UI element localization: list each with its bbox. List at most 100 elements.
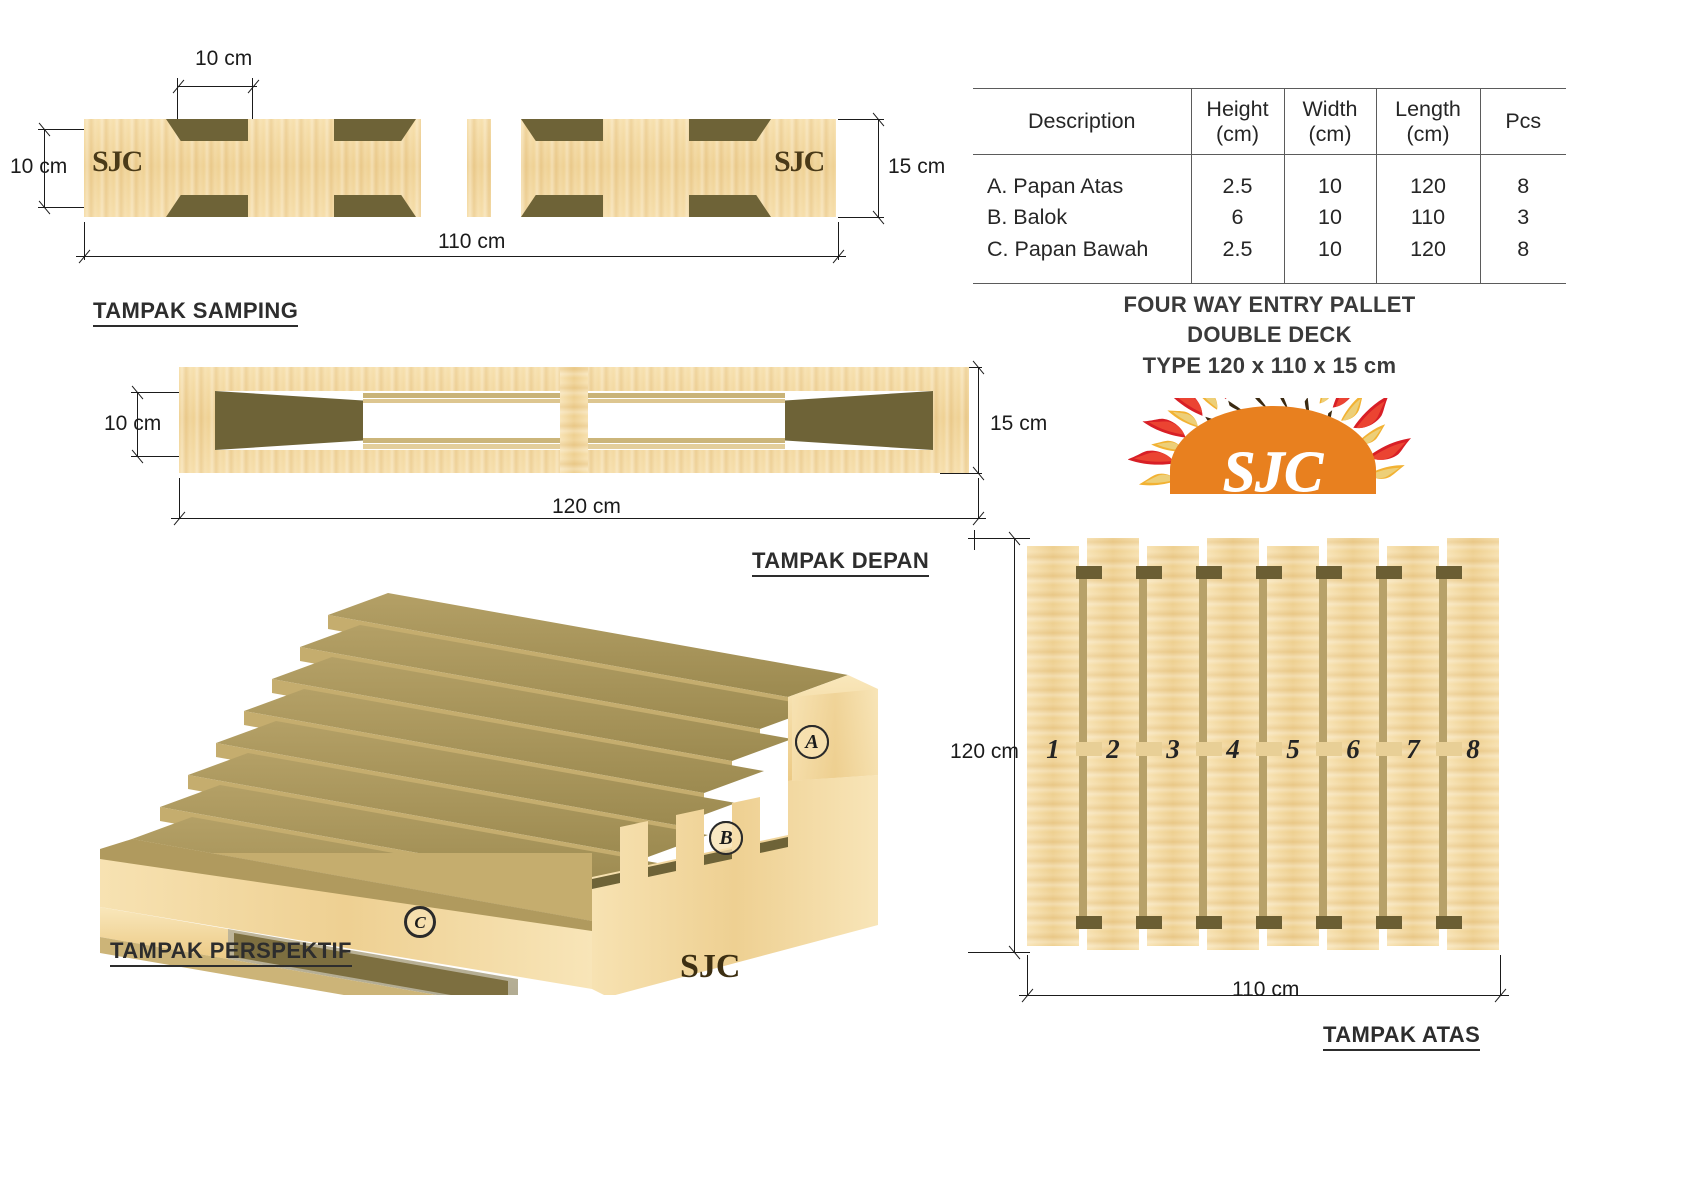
side-notch-bottom-2 — [334, 195, 416, 217]
side-dim-height-left: 10 cm — [10, 155, 68, 178]
top-dim-v-line — [1014, 538, 1015, 952]
view-label-front: TAMPAK DEPAN — [752, 548, 930, 577]
col-header-height-line2: (cm) — [1216, 121, 1259, 146]
col-header-description: Description — [973, 88, 1192, 155]
product-title-line1: FOUR WAY ENTRY PALLET — [1123, 292, 1416, 317]
side-dim-v-line-right — [878, 119, 879, 217]
cell-width: 10 — [1283, 202, 1377, 234]
logo-dome — [1170, 406, 1376, 494]
cell-height: 2.5 — [1190, 233, 1285, 265]
cell-length: 110 — [1375, 202, 1481, 234]
table-header-row: Description Height (cm) Width (cm) Lengt… — [973, 88, 1566, 155]
front-dim-v-line — [137, 392, 138, 456]
table-bottom-spacer-row — [973, 264, 1566, 284]
side-dim-v-line-left — [44, 129, 45, 207]
perspective-view-drawing: SJC A B C — [88, 585, 918, 1025]
view-label-perspective: TAMPAK PERSPEKTIF — [110, 938, 352, 967]
top-beam-shadow-b6 — [1376, 916, 1402, 929]
front-dim-ext-top — [131, 392, 181, 393]
top-slat-5 — [1267, 546, 1319, 946]
front-dim-height-left: 10 cm — [104, 412, 162, 435]
top-dim-ext-top — [968, 538, 1030, 539]
front-deck-line-lower-r1 — [588, 438, 785, 443]
front-deck-line-upper-l1 — [363, 393, 560, 398]
top-slat-number-1: 1 — [1046, 734, 1060, 764]
table-spacer-cell — [973, 264, 1192, 284]
cell-pcs: 8 — [1479, 233, 1566, 265]
top-beam-shadow-t7 — [1436, 566, 1462, 579]
top-slat-4 — [1207, 538, 1259, 950]
top-beam-shadow-t5 — [1316, 566, 1342, 579]
side-dim-len-line — [76, 256, 846, 257]
side-dim-h-ext-bottom — [38, 207, 90, 208]
side-notch-bottom-1 — [166, 195, 248, 217]
front-deck-line-upper-r1 — [588, 393, 785, 398]
product-title: FOUR WAY ENTRY PALLET DOUBLE DECK TYPE 1… — [973, 290, 1566, 381]
top-beam-shadow-t3 — [1196, 566, 1222, 579]
side-center-block — [467, 119, 491, 217]
top-beam-shadow-b5 — [1316, 916, 1342, 929]
top-view-drawing: 1 2 3 4 5 6 7 8 — [1020, 538, 1505, 953]
front-dim-r-ext-bottom — [940, 473, 982, 474]
side-dim-height-right: 15 cm — [888, 155, 946, 178]
top-beam-mid-5 — [1316, 742, 1342, 756]
cell-pcs: 3 — [1479, 202, 1566, 234]
top-beam-mid-1 — [1076, 742, 1102, 756]
view-label-side: TAMPAK SAMPING — [93, 298, 299, 327]
front-dim-length-text: 120 cm — [552, 495, 621, 518]
front-center-post — [560, 367, 588, 473]
spec-table: Description Height (cm) Width (cm) Lengt… — [973, 88, 1566, 284]
cell-width: 10 — [1283, 171, 1377, 203]
perspective-svg: SJC — [100, 593, 878, 1025]
side-dim-ext-left — [177, 78, 178, 122]
top-dim-vertical-text: 120 cm — [950, 740, 1019, 763]
col-header-height-line1: Height — [1206, 97, 1269, 122]
cell-length: 120 — [1375, 171, 1481, 203]
cell-description: C. Papan Bawah — [973, 233, 1192, 265]
top-beam-shadow-t6 — [1376, 566, 1402, 579]
front-dim-v-line-right — [978, 367, 979, 473]
top-slat-number-6: 6 — [1346, 734, 1360, 764]
front-dim-len-line — [171, 518, 986, 519]
side-dim-hr-ext-bottom — [838, 217, 884, 218]
side-dim-len-ext-right — [838, 222, 839, 260]
top-beam-shadow-t1 — [1076, 566, 1102, 579]
table-spacer-cell — [1283, 264, 1377, 284]
table-spacer-row — [973, 154, 1566, 172]
table-spacer-cell — [1190, 154, 1285, 172]
table-spacer-cell — [1375, 264, 1481, 284]
side-notch-top-2 — [334, 119, 416, 141]
col-header-length: Length (cm) — [1375, 88, 1481, 155]
front-block-left — [215, 391, 363, 450]
front-block-right — [785, 391, 933, 450]
side-dim-h-ext-top — [38, 129, 90, 130]
top-dim-h-ext-right — [1500, 955, 1501, 995]
side-gap-center — [421, 119, 467, 217]
product-title-line3: TYPE 120 x 110 x 15 cm — [1142, 352, 1397, 378]
cell-description: B. Balok — [973, 202, 1192, 234]
logo-wordmark: SJC — [1223, 439, 1324, 498]
cell-pcs: 8 — [1479, 171, 1566, 203]
cell-length: 120 — [1375, 233, 1481, 265]
col-header-description-text: Description — [1027, 109, 1136, 134]
top-slat-1 — [1027, 546, 1079, 946]
table-spacer-cell — [1283, 154, 1377, 172]
col-header-length-line2: (cm) — [1406, 121, 1450, 146]
side-notch-top-1 — [166, 119, 248, 141]
persp-left-stringer — [100, 839, 592, 989]
top-dim-horizontal-text: 110 cm — [1232, 978, 1300, 1001]
sjc-sun-chili-logo: SJC — [1127, 341, 1418, 505]
col-header-width: Width (cm) — [1283, 88, 1377, 155]
top-dim-leader-upper — [974, 530, 975, 550]
side-dim-len-ext-left — [84, 222, 85, 260]
top-slat-number-5: 5 — [1286, 734, 1300, 764]
front-dim-len-ext-right — [978, 478, 979, 518]
spec-table-head: Description Height (cm) Width (cm) Lengt… — [973, 88, 1566, 155]
top-beam-shadow-b3 — [1196, 916, 1222, 929]
front-deck-line-lower-l1 — [363, 438, 560, 443]
